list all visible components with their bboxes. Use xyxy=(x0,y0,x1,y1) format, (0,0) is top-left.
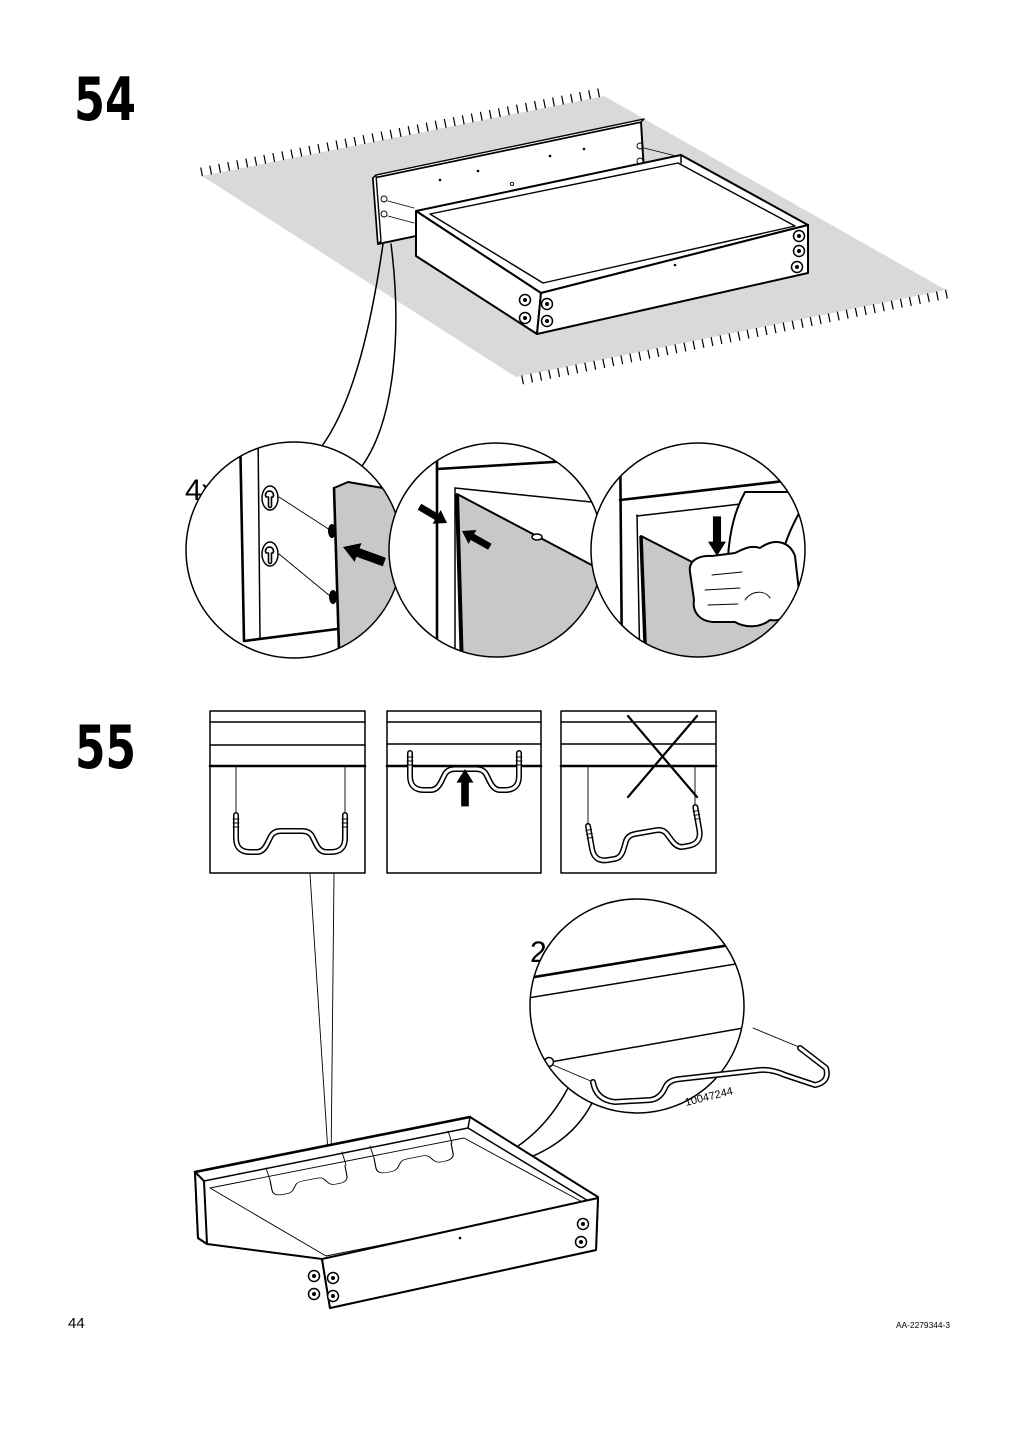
incorrect-cross-icon xyxy=(626,714,699,799)
keyhole-icon xyxy=(264,490,275,509)
detail-circle-align xyxy=(388,442,604,658)
handle-position-correct-start xyxy=(208,710,367,874)
rug-fringe xyxy=(200,87,948,386)
keyhole-icon xyxy=(264,546,275,565)
detail-circle-press xyxy=(590,442,806,658)
pressing-hand xyxy=(688,491,805,628)
handle-position-incorrect xyxy=(559,710,718,874)
cam-fittings xyxy=(307,1217,590,1303)
callout-lines xyxy=(309,873,335,1169)
drawer-box xyxy=(415,154,809,335)
drawer-handle xyxy=(590,1045,830,1105)
detail-circle-hang xyxy=(185,441,403,659)
step-54-overview xyxy=(200,87,948,467)
detail-circle-handle: 10047244 xyxy=(529,898,830,1114)
handle-position-pushed-up xyxy=(385,710,543,874)
cam-fittings xyxy=(518,229,806,328)
step-55-drawer xyxy=(193,1115,599,1309)
step-54-number: 54 xyxy=(74,65,136,135)
callout-lines xyxy=(321,243,397,467)
page-number: 44 xyxy=(68,1315,85,1332)
document-code: AA-2279344-3 xyxy=(896,1321,951,1330)
step-55-number: 55 xyxy=(75,713,136,783)
